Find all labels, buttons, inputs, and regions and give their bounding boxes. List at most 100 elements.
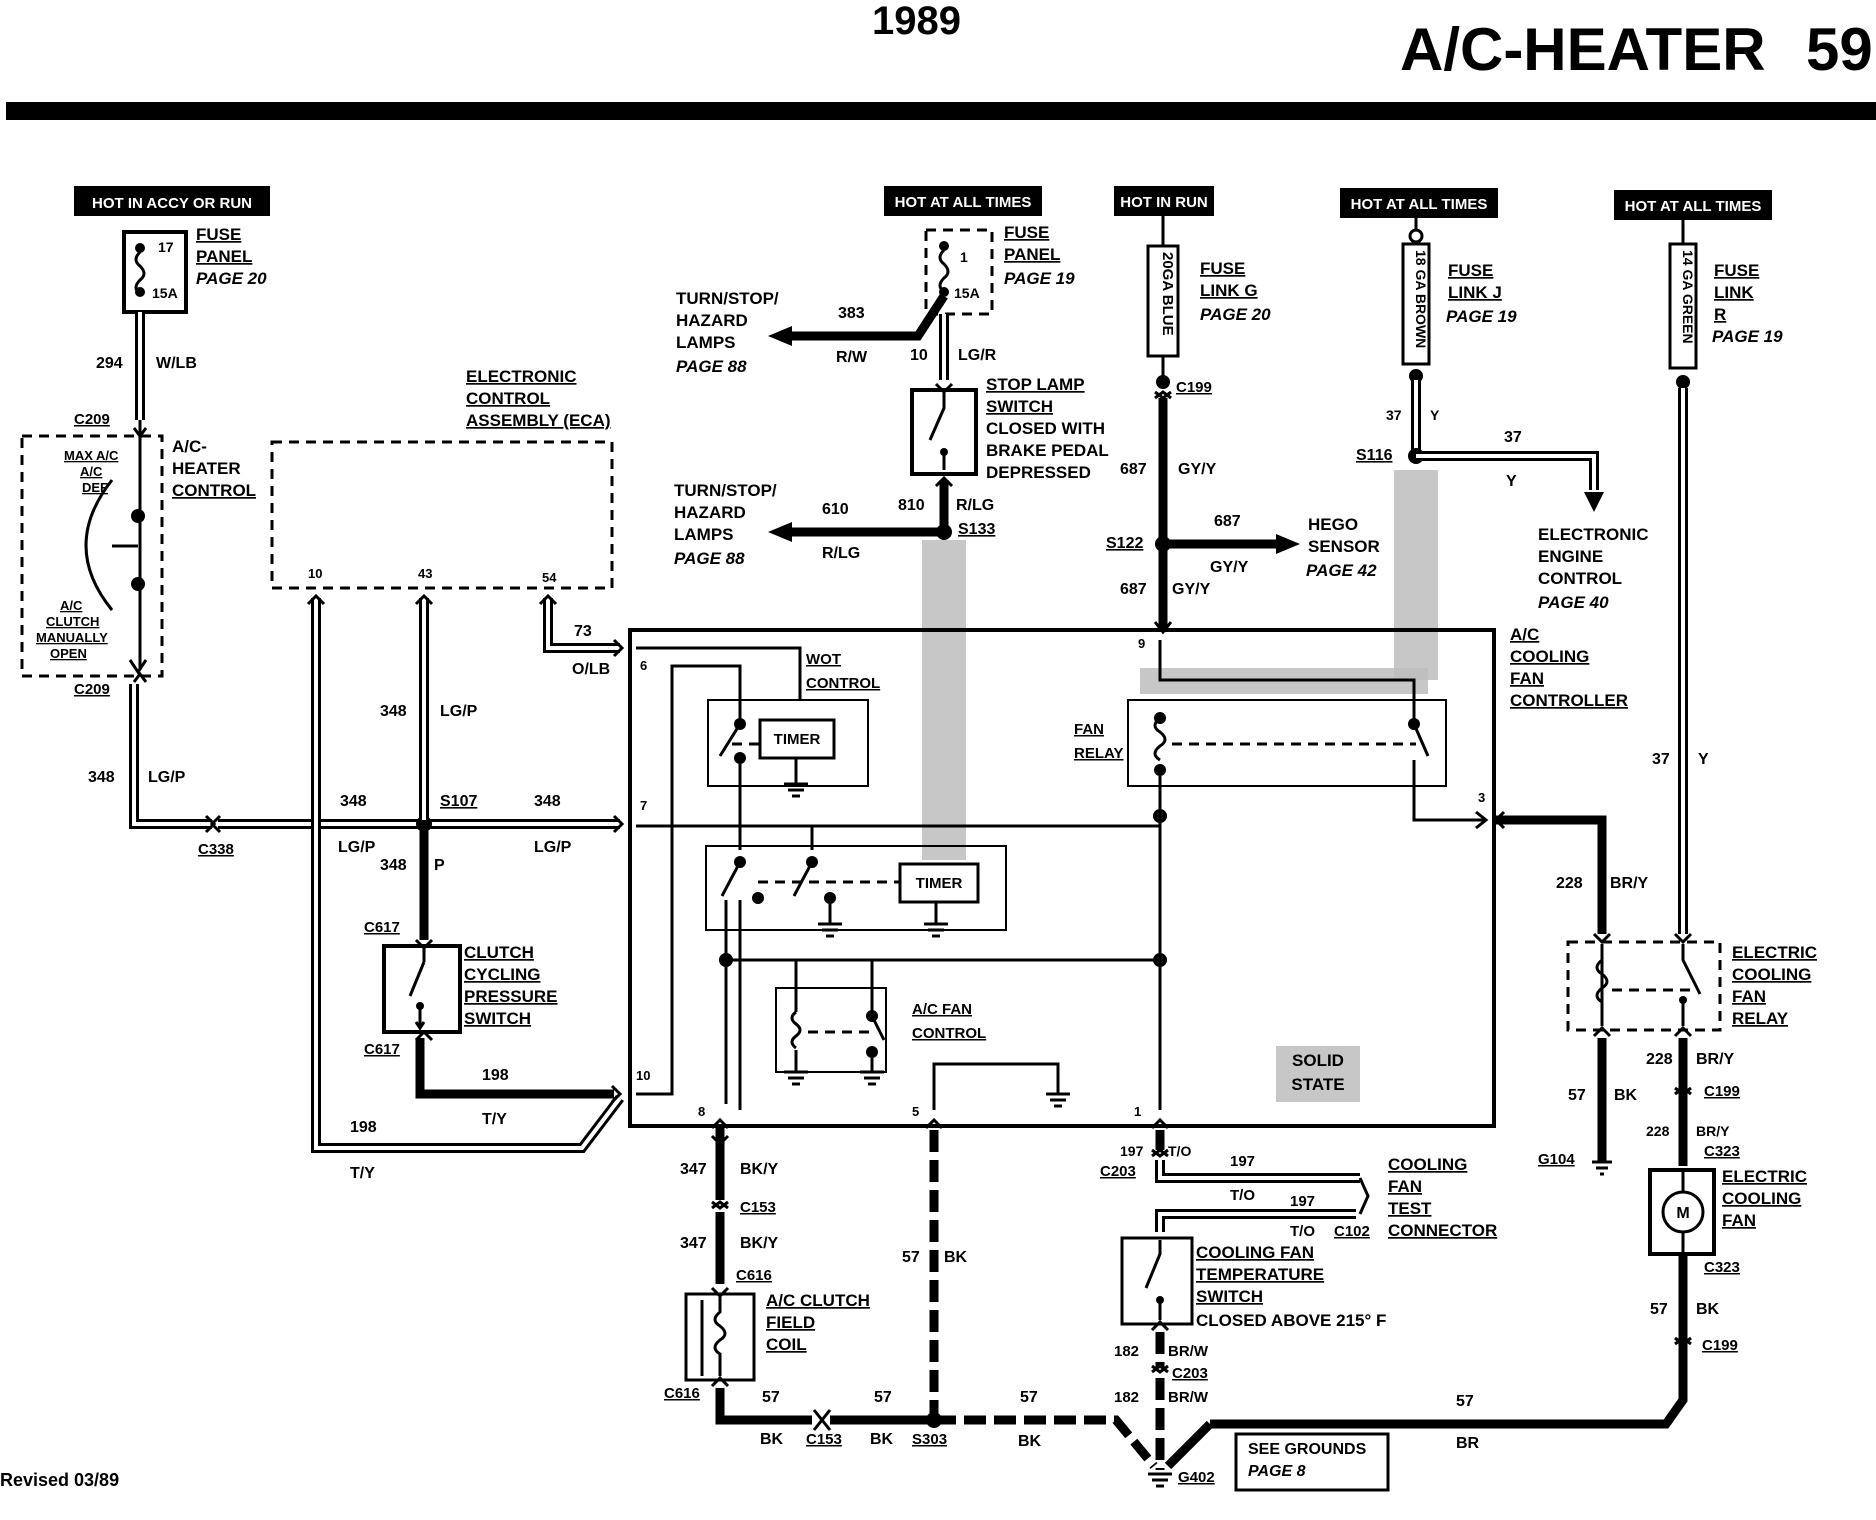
svg-text:14 GA GREEN: 14 GA GREEN [1680,250,1696,344]
svg-text:1: 1 [1134,1104,1141,1119]
svg-text:PAGE 19: PAGE 19 [1712,327,1783,346]
svg-text:687: 687 [1120,461,1147,478]
svg-text:LINK: LINK [1714,283,1754,302]
svg-text:348: 348 [534,793,561,810]
svg-text:COOLING: COOLING [1722,1189,1801,1208]
svg-text:HOT AT ALL TIMES: HOT AT ALL TIMES [1625,198,1762,215]
svg-text:A/C: A/C [1510,625,1539,644]
svg-text:810: 810 [898,497,925,514]
see-grounds-box: SEE GROUNDS PAGE 8 [1234,1432,1390,1492]
svg-text:PAGE 88: PAGE 88 [676,357,747,376]
svg-text:FAN: FAN [1722,1211,1756,1230]
svg-text:228: 228 [1646,1123,1670,1139]
svg-text:687: 687 [1214,513,1241,530]
svg-text:HAZARD: HAZARD [676,311,748,330]
svg-text:RELAY: RELAY [1732,1009,1789,1028]
svg-text:R/W: R/W [836,349,868,366]
svg-text:C199: C199 [1702,1337,1738,1354]
svg-text:348: 348 [380,857,407,874]
svg-text:C209: C209 [74,411,110,428]
svg-text:C102: C102 [1334,1223,1370,1240]
power-label-1: HOT IN ACCY OR RUN [74,186,270,216]
electric-cooling-fan-relay: ELECTRIC COOLING FAN RELAY [1566,932,1817,1032]
svg-text:RELAY: RELAY [1074,745,1123,762]
svg-text:HOT AT ALL TIMES: HOT AT ALL TIMES [895,194,1032,211]
svg-text:182: 182 [1114,1343,1139,1360]
svg-text:57: 57 [1568,1087,1586,1104]
cooling-fan-temp-switch: COOLING FAN TEMPERATURE SWITCH CLOSED AB… [1120,1236,1386,1330]
svg-text:57: 57 [1456,1393,1474,1410]
ac-heater-control: MAX A/C A/C DEF A/C CLUTCH MANUALLY OPEN… [20,420,256,678]
svg-text:37: 37 [1504,429,1522,446]
svg-text:CLOSED WITH: CLOSED WITH [986,419,1105,438]
svg-text:S303: S303 [912,1431,947,1448]
svg-text:PAGE 40: PAGE 40 [1538,593,1609,612]
svg-text:CONTROL: CONTROL [1538,569,1622,588]
svg-text:PAGE 20: PAGE 20 [1200,305,1271,324]
svg-text:TURN/STOP/: TURN/STOP/ [674,481,777,500]
svg-text:LINK J: LINK J [1448,283,1502,302]
svg-text:LG/P: LG/P [534,839,572,856]
svg-text:FUSE: FUSE [196,225,241,244]
svg-text:HAZARD: HAZARD [674,503,746,522]
power-label-4: HOT AT ALL TIMES [1340,188,1498,218]
svg-text:ELECTRONIC: ELECTRONIC [466,367,577,386]
svg-text:LAMPS: LAMPS [674,525,734,544]
svg-text:348: 348 [88,769,115,786]
svg-text:CONTROL: CONTROL [172,481,256,500]
svg-text:228: 228 [1646,1051,1673,1068]
svg-text:MANUALLY: MANUALLY [36,630,108,645]
svg-text:LG/R: LG/R [958,347,997,364]
svg-text:W/LB: W/LB [156,355,197,372]
svg-text:FIELD: FIELD [766,1313,815,1332]
svg-text:687: 687 [1120,581,1147,598]
svg-text:A/C: A/C [80,464,103,479]
svg-text:LG/P: LG/P [338,839,376,856]
svg-text:57: 57 [902,1249,920,1266]
svg-text:Y: Y [1430,407,1440,423]
svg-text:T/O: T/O [1230,1187,1255,1204]
svg-text:BK: BK [760,1431,784,1448]
svg-text:CONTROLLER: CONTROLLER [1510,691,1628,710]
svg-text:TIMER: TIMER [774,731,821,748]
svg-text:182: 182 [1114,1389,1139,1406]
svg-text:CONTROL: CONTROL [806,675,880,692]
svg-text:57: 57 [762,1389,780,1406]
stop-lamp-switch: STOP LAMP SWITCH CLOSED WITH BRAKE PEDAL… [910,375,1109,482]
svg-text:ASSEMBLY (ECA): ASSEMBLY (ECA) [466,411,611,430]
svg-text:18 GA BROWN: 18 GA BROWN [1413,250,1429,348]
svg-text:PRESSURE: PRESSURE [464,987,558,1006]
svg-text:57: 57 [1020,1389,1038,1406]
svg-text:HOT AT ALL TIMES: HOT AT ALL TIMES [1351,196,1488,213]
svg-text:197: 197 [1120,1143,1144,1159]
svg-text:FUSE: FUSE [1448,261,1493,280]
svg-text:C616: C616 [664,1385,700,1402]
svg-text:P: P [434,857,445,874]
svg-text:BK: BK [944,1249,968,1266]
ac-cooling-fan-controller: A/C COOLING FAN CONTROLLER 6 7 10 9 3 8 … [628,625,1628,1128]
svg-text:HOT IN RUN: HOT IN RUN [1120,194,1208,211]
svg-text:37: 37 [1386,407,1402,423]
svg-text:ELECTRIC: ELECTRIC [1732,943,1817,962]
svg-text:BR/Y: BR/Y [1696,1123,1730,1139]
svg-text:17: 17 [158,239,174,255]
power-label-5: HOT AT ALL TIMES [1614,190,1772,220]
svg-text:BR/W: BR/W [1168,1389,1209,1406]
svg-text:FUSE: FUSE [1200,259,1245,278]
svg-text:BR/Y: BR/Y [1696,1051,1735,1068]
svg-text:FAN: FAN [1510,669,1544,688]
svg-text:PAGE 88: PAGE 88 [674,549,745,568]
fuse-panel-a: 17 15A FUSE PANEL PAGE 20 [122,225,267,314]
svg-text:C617: C617 [364,1041,400,1058]
svg-text:CLUTCH: CLUTCH [464,943,534,962]
svg-text:C199: C199 [1176,379,1212,396]
svg-text:7: 7 [640,798,647,813]
header-rule [6,102,1876,120]
svg-text:10: 10 [308,566,322,581]
svg-text:CONTROL: CONTROL [466,389,550,408]
svg-text:A/C-: A/C- [172,437,207,456]
svg-text:BR: BR [1456,1435,1480,1452]
svg-text:COOLING: COOLING [1732,965,1811,984]
svg-text:C209: C209 [74,681,110,698]
